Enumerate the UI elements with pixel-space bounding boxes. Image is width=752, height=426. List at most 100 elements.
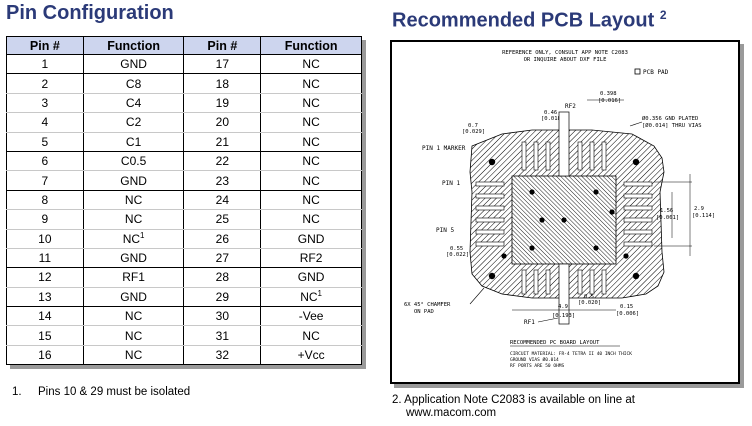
pin-number-a: 11 <box>6 248 84 269</box>
dim-156-in: [0.061] <box>656 215 679 221</box>
header-pin-b: Pin # <box>183 36 262 55</box>
pin-number-b-text: 30 <box>215 309 230 324</box>
pin-function-b: RF2 <box>260 248 362 269</box>
pin1-marker-label: PIN 1 MARKER <box>422 145 466 152</box>
rf1-trace <box>558 263 570 325</box>
pin-function-a-text: RF1 <box>122 270 145 285</box>
pin-function-b-text: NC <box>302 212 320 227</box>
pin-number-a: 15 <box>6 325 84 346</box>
pin-number-a-text: 9 <box>41 212 49 227</box>
right-pin-pads <box>623 181 653 247</box>
pin-function-b-text: NC <box>302 115 320 130</box>
pin-function-b-text: GND <box>297 231 325 246</box>
pcb-layout-title: Recommended PCB Layout 2 <box>392 8 667 33</box>
pin-number-b: 17 <box>183 54 262 75</box>
dim-0398: 0.398 <box>600 91 617 97</box>
pin-number-b: 25 <box>183 209 262 230</box>
pin-number-b-text: 17 <box>215 57 230 72</box>
pin-function-a: NC <box>82 325 185 346</box>
rf2-trace <box>558 111 570 177</box>
pin-function-a-text: NC <box>124 212 143 227</box>
dim-0398-in: [0.016] <box>598 98 621 104</box>
pin-number-b: 29 <box>183 287 262 308</box>
dim-055-in: [0.022] <box>446 252 469 258</box>
pin-number-b-text: 26 <box>215 231 230 246</box>
pin-number-a: 10 <box>6 229 84 249</box>
dim-05-in: [0.020] <box>578 300 601 306</box>
bottom-pin-pads <box>521 269 607 295</box>
dim-05: 0.5 <box>584 294 594 300</box>
via-note-line1: Ø0.356 GND PLATED <box>642 115 698 122</box>
rf2-label: RF2 <box>565 103 576 110</box>
pin-config-title: Pin Configuration <box>6 2 174 24</box>
pin-function-b-text: NC <box>300 290 318 305</box>
pin-function-b: NC <box>260 209 362 230</box>
pin-number-b-text: 32 <box>215 348 230 363</box>
pin-function-b: NC <box>260 73 362 94</box>
pin-function-a: GND <box>82 54 185 75</box>
pin-function-a-text: NC <box>124 192 143 207</box>
pcb-drawing-svg: REFERENCE ONLY, CONSULT APP NOTE C2083 O… <box>404 50 715 369</box>
pin-function-b-text: NC <box>302 76 320 91</box>
pin-number-b-text: 29 <box>215 289 230 304</box>
pin-number-b-text: 31 <box>215 328 230 343</box>
layout-title: RECOMMENDED PC BOARD LAYOUT <box>510 340 600 346</box>
table-row: 6 C0.5 22 NC <box>6 151 362 172</box>
pin-number-a-text: 1 <box>41 57 49 72</box>
pin-number-b-text: 28 <box>215 270 230 285</box>
pin-function-b: NC1 <box>260 287 362 308</box>
dim-046: 0.46 <box>544 110 557 116</box>
pin-function-a: C0.5 <box>82 151 185 172</box>
dim-015: 0.15 <box>620 304 633 310</box>
pin-function-b-text: NC <box>302 134 320 149</box>
pin-function-b-text: -Vee <box>298 309 324 324</box>
pin-number-a-text: 8 <box>41 192 49 207</box>
pin-function-b-text: NC <box>302 154 320 169</box>
pin-footnote: 1.Pins 10 & 29 must be isolated <box>12 386 190 398</box>
ref-note-line1: REFERENCE ONLY, CONSULT APP NOTE C2083 <box>502 50 628 56</box>
pin-number-b: 31 <box>183 325 262 346</box>
pin-function-a-text: C0.5 <box>120 154 147 169</box>
pin-function-b-text: RF2 <box>299 251 323 266</box>
header-function-b: Function <box>260 36 362 55</box>
material-note-2: GROUND VIAS Ø0.014 <box>510 356 559 363</box>
pin-number-a: 5 <box>6 132 84 152</box>
pin-number-a-text: 3 <box>41 95 49 110</box>
pin-function-a: GND <box>82 170 185 191</box>
pin-number-a: 6 <box>6 151 84 172</box>
pin-number-b-text: 22 <box>215 154 230 169</box>
pin-function-b: NC <box>260 190 362 211</box>
pin-function-a: NC <box>82 306 185 327</box>
dim-29-in: [0.114] <box>692 213 715 219</box>
dim-07-in: [0.029] <box>462 129 485 135</box>
pcb-footnote-url: www.macom.com <box>406 407 497 419</box>
pcb-layout-title-text: Recommended PCB Layout <box>392 9 655 32</box>
pin-number-a: 4 <box>6 112 84 133</box>
pin-number-b-text: 18 <box>215 76 230 91</box>
pin-function-b-text: NC <box>302 328 320 343</box>
pcb-pad-legend-swatch <box>634 68 641 75</box>
pin-number-b: 20 <box>183 112 262 133</box>
chamfer-note-line2: ON PAD <box>414 309 434 315</box>
pin-function-b: -Vee <box>260 306 362 327</box>
footnote-ref: 1 <box>317 289 322 299</box>
left-pin-pads <box>475 181 505 247</box>
pin-function-b: NC <box>260 112 362 133</box>
pin-number-b-text: 27 <box>215 251 230 266</box>
pcb-pad-legend-label: PCB PAD <box>643 69 669 76</box>
pin-number-a-text: 2 <box>41 76 49 91</box>
pin-function-b: +Vcc <box>260 345 362 366</box>
pin-function-a-text: NC <box>124 328 143 343</box>
pin-function-a: NC <box>82 209 185 230</box>
pin-number-b: 22 <box>183 151 262 172</box>
chamfer-note-line1: 6X 45° CHAMFER <box>404 302 451 308</box>
pin-function-b-text: NC <box>302 173 320 188</box>
pin-function-b-text: GND <box>297 270 325 285</box>
pin-function-a-text: NC <box>124 309 143 324</box>
dim-015-in: [0.006] <box>616 311 639 317</box>
